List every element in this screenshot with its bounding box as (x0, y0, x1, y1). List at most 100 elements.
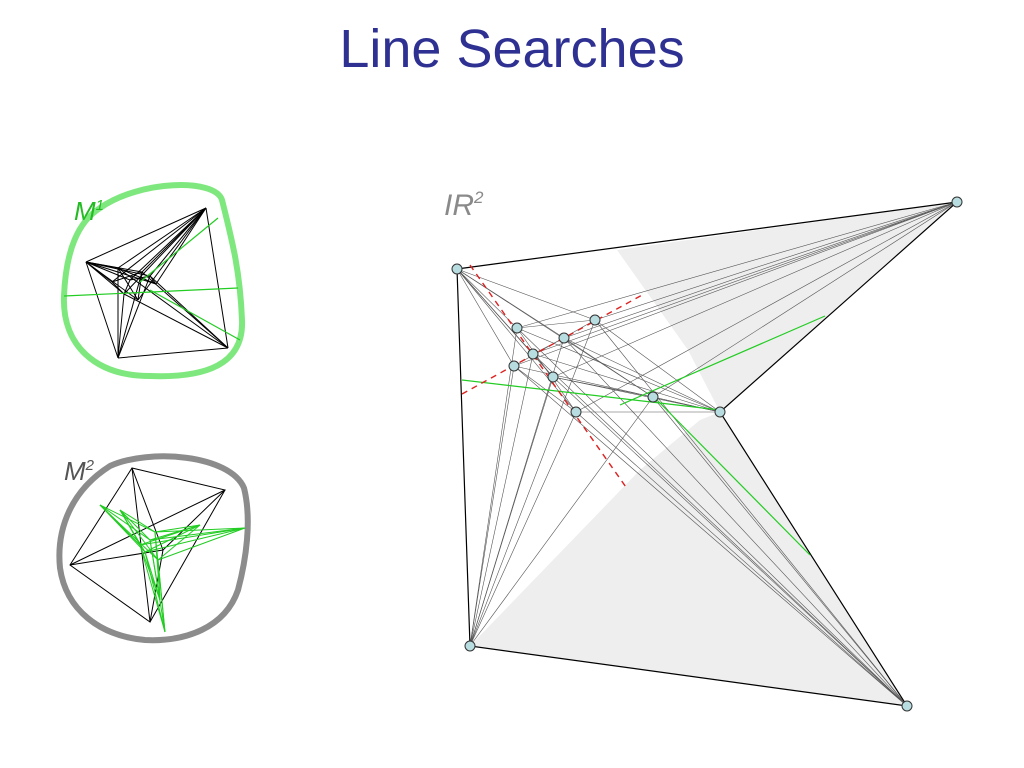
r2-fan-edge (575, 201, 958, 413)
r2-node (464, 640, 476, 652)
r2-node (647, 391, 659, 403)
m1-mesh-edge (149, 207, 207, 277)
r2-fan-edge (456, 268, 577, 413)
r2-fan-edge (456, 268, 518, 329)
r2-fan-edge (652, 396, 908, 707)
r2-plane: IR2 (444, 188, 963, 712)
m2-search-edge (99, 504, 141, 546)
r2-label: IR2 (444, 188, 484, 222)
m2-search-edge (99, 504, 151, 541)
r2-node (901, 700, 913, 712)
m1-mesh-edge (117, 267, 139, 301)
m1-mesh-edge (149, 275, 157, 285)
r2-fan-edge (652, 396, 721, 413)
m2-search-edge (139, 544, 161, 601)
m1-mesh-edge (205, 207, 229, 349)
m1-mesh-edge (111, 281, 125, 295)
r2-fan-edge (469, 353, 534, 647)
m1-search-lines (63, 217, 241, 341)
m1-mesh-edge (123, 293, 229, 349)
r2-fan-edge (469, 319, 596, 647)
r2-node (511, 322, 523, 334)
m2-search-edge (119, 509, 156, 533)
r2-fan-edge (552, 376, 908, 707)
r2-fan-edge (456, 268, 596, 321)
m2-search-edge (154, 531, 161, 601)
r2-fan-edge (594, 201, 958, 321)
m2-search-edge (157, 527, 246, 561)
r2-fan-edge (469, 396, 654, 647)
m2-manifold: M2 (56, 453, 251, 644)
m2-search-edge (144, 527, 246, 553)
m2-search-edge (99, 504, 156, 533)
m1-mesh-edge (117, 207, 207, 269)
m1-label: M1 (74, 196, 104, 226)
r2-fan-edge (469, 365, 515, 647)
m2-search-edge (144, 524, 201, 553)
m2-search-edge (149, 527, 246, 541)
slide-title: Line Searches (339, 19, 685, 79)
m1-mesh-edges (85, 207, 229, 359)
m1-mesh-edge (117, 293, 125, 359)
r2-fan-edge (532, 201, 958, 355)
m1-mesh-edge (117, 267, 229, 349)
r2-node (570, 406, 582, 418)
m2-search-edge (154, 524, 201, 533)
m1-mesh-edge (117, 271, 143, 359)
m1-mesh-edge (117, 275, 151, 359)
r2-fan-edge (456, 268, 515, 367)
m1-mesh-edge (85, 261, 119, 359)
m2-search-edge (154, 527, 246, 533)
r2-fan-edge (552, 376, 654, 398)
r2-fan-edge (563, 201, 958, 339)
r2-fan-edge (563, 337, 721, 413)
r2-node (547, 371, 559, 383)
r2-fan-edge (469, 411, 577, 647)
m2-search-edge (139, 527, 246, 546)
m1-mesh-edge (111, 271, 143, 283)
r2-fan-edge (516, 201, 958, 329)
m2-outline (56, 453, 251, 644)
r2-fan-edge (563, 337, 654, 398)
r2-fan-edge (513, 365, 908, 707)
r2-node (558, 332, 570, 344)
m1-mesh-edge (117, 347, 229, 359)
r2-fan-edge (469, 327, 518, 647)
m1-mesh-edge (85, 261, 131, 281)
m1-mesh-edge (85, 207, 207, 263)
r2-shaded-upper (617, 202, 957, 412)
r2-node (714, 406, 726, 418)
r2-shaded-lower (470, 412, 907, 706)
r2-fan-edge (469, 376, 554, 647)
m1-mesh-edge (155, 207, 207, 285)
m1-mesh-edge (123, 279, 131, 295)
m1-mesh-edge (85, 261, 113, 283)
m2-mesh-edges (69, 467, 227, 623)
m2-search-edge (139, 524, 201, 546)
r2-nodes (451, 196, 963, 712)
m2-search-edge (119, 509, 151, 541)
m1-mesh-edge (137, 207, 207, 301)
r2-node (508, 360, 520, 372)
m2-label: M2 (64, 456, 95, 486)
r2-fan-edge (516, 319, 596, 329)
m1-mesh-edge (123, 207, 207, 295)
r2-fan-edge (563, 337, 908, 707)
m2-search-edge (119, 509, 141, 546)
r2-fan-edge (594, 319, 721, 413)
m1-outline (60, 182, 246, 380)
r2-outer-polygon (456, 201, 959, 707)
r2-fan-edge (532, 353, 721, 413)
m1-mesh-edge (137, 271, 143, 301)
r2-fan-edge (552, 201, 958, 378)
r2-node (451, 263, 463, 275)
r2-fan-edge (516, 327, 908, 707)
r2-fan-edge (516, 327, 721, 413)
m1-manifold: M1 (60, 182, 246, 380)
r2-node (527, 348, 539, 360)
r2-search-lines (461, 315, 826, 556)
m2-search-edge (157, 524, 201, 561)
r2-fan-edge (575, 411, 908, 707)
r2-fan-edge (532, 353, 908, 707)
